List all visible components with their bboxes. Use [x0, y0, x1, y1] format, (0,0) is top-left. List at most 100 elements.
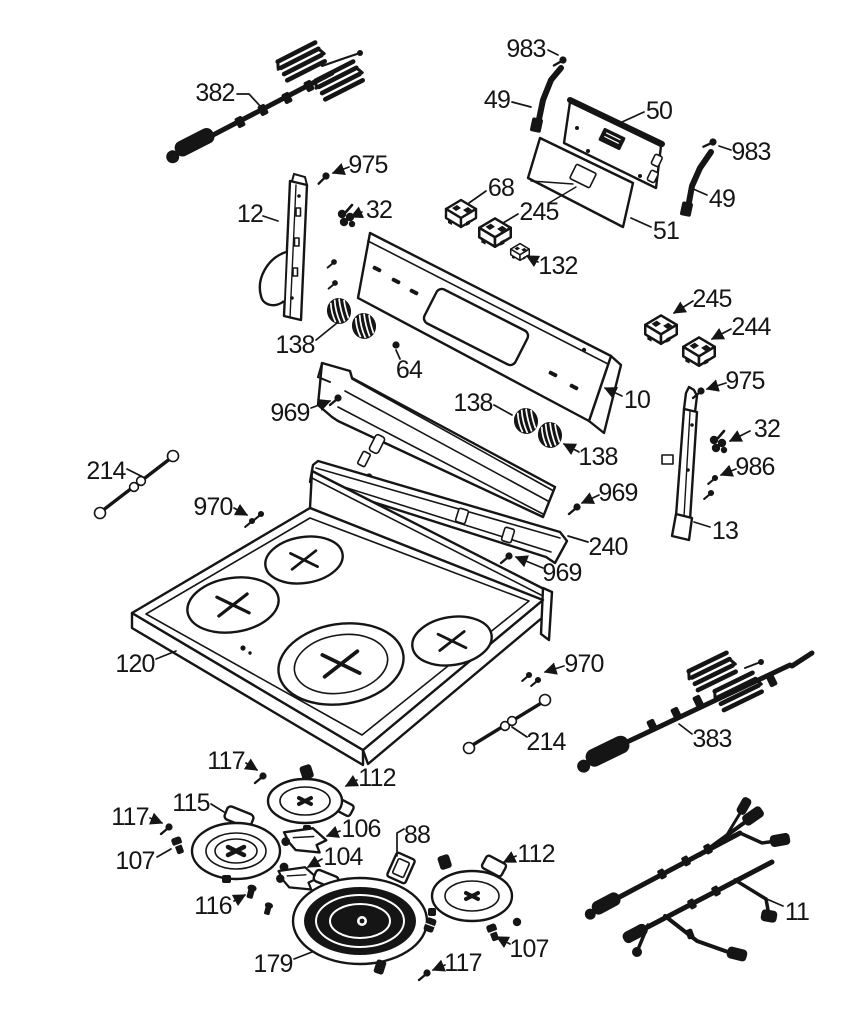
screw-969 — [499, 551, 514, 565]
rod-214-bottom — [462, 693, 552, 755]
bracket-104 — [276, 866, 319, 891]
part-label-970-29: 970 — [193, 493, 232, 521]
control-board-50 — [562, 97, 665, 190]
leader-line-116-42 — [231, 894, 247, 907]
leader-line-214-32 — [511, 726, 528, 738]
screw-986 — [707, 473, 720, 485]
part-label-68-6: 68 — [488, 174, 514, 202]
screw-small — [512, 917, 522, 927]
leader-line-970-31 — [543, 662, 565, 675]
leader-line-107-41 — [156, 848, 172, 858]
part-label-245-18: 245 — [692, 285, 731, 313]
harness-clip — [687, 898, 697, 910]
leader-line-117-34 — [243, 758, 259, 771]
part-label-115-36: 115 — [172, 789, 209, 817]
bracket-49-left — [530, 65, 564, 133]
leader-line-115-36 — [210, 803, 225, 813]
part-label-13-23: 13 — [712, 517, 738, 545]
part-label-11-44: 11 — [785, 898, 809, 926]
fastener-107 — [484, 922, 502, 943]
part-label-969-27: 969 — [542, 559, 581, 587]
harness-clip — [766, 674, 778, 688]
side-rail-13 — [661, 385, 699, 542]
leader-line-132-9 — [525, 255, 541, 268]
bracket-49-right — [680, 149, 714, 217]
leader-line-969-27 — [514, 555, 544, 569]
harness-clip — [685, 928, 695, 940]
leader-line-969-15 — [310, 398, 332, 411]
part-label-244-19: 244 — [731, 313, 771, 341]
leader-line-975-20 — [705, 379, 727, 392]
part-label-382-0: 382 — [195, 79, 234, 107]
part-label-49-2: 49 — [484, 86, 510, 114]
part-label-107-45: 107 — [509, 935, 548, 963]
leader-line-975-10 — [331, 163, 350, 175]
part-label-106-38: 106 — [341, 815, 380, 843]
leader-line-138-13 — [315, 322, 338, 341]
part-label-107-41: 107 — [115, 847, 154, 875]
switch-132 — [509, 242, 531, 262]
switch-245-right — [643, 314, 679, 346]
bracket-106 — [281, 827, 328, 854]
leader-line-68-6 — [468, 190, 487, 204]
part-label-112-43: 112 — [517, 840, 554, 868]
knob-138 — [348, 309, 380, 343]
leader-line-986-22 — [719, 464, 737, 477]
leader-line-12-11 — [262, 215, 279, 222]
part-label-214-32: 214 — [526, 728, 566, 756]
part-label-138-13: 138 — [275, 331, 314, 359]
leader-line-10-17 — [603, 387, 623, 399]
leader-line-32-21 — [728, 430, 751, 442]
part-label-383-33: 383 — [692, 725, 731, 753]
rear-trim-channel — [316, 361, 557, 519]
burner-zone-right-front — [411, 615, 493, 667]
harness-clip — [281, 91, 293, 105]
part-label-240-26: 240 — [588, 533, 627, 561]
leader-line-970-29 — [233, 503, 249, 516]
heating-element-179 — [291, 868, 437, 975]
screw-983-right — [702, 135, 719, 151]
leader-line-214-28 — [126, 468, 144, 478]
screw-64 — [392, 341, 400, 349]
switch-244 — [681, 336, 717, 368]
part-label-986-22: 986 — [735, 453, 774, 481]
part-label-32-12: 32 — [366, 196, 392, 224]
cooktop-120 — [130, 469, 554, 767]
part-label-132-9: 132 — [538, 252, 577, 280]
part-label-138-16: 138 — [453, 389, 492, 417]
screw-970 — [253, 509, 266, 521]
harness-clip — [646, 718, 658, 732]
heating-element-112-top — [266, 764, 355, 833]
heating-element-112-right — [428, 854, 514, 923]
harness-clip — [670, 706, 682, 720]
part-label-120-30: 120 — [115, 650, 154, 678]
screw-970 — [530, 675, 543, 687]
part-label-104-40: 104 — [323, 843, 363, 871]
part-label-112-35: 112 — [358, 764, 395, 792]
part-label-245-7: 245 — [519, 198, 558, 226]
leader-line-107-45 — [495, 936, 511, 949]
harness-clip — [692, 694, 704, 708]
knob-138 — [323, 294, 355, 328]
leader-line-32-12 — [349, 206, 365, 219]
leader-line-983-1 — [547, 49, 559, 56]
wiring-harness-382 — [166, 41, 365, 164]
leader-line-383-33 — [678, 723, 693, 735]
knob-138 — [534, 418, 566, 452]
harness-clip — [657, 868, 667, 880]
leader-line-106-38 — [325, 825, 341, 838]
leader-line-245-18 — [672, 300, 694, 314]
leader-line-51-8 — [630, 217, 652, 228]
heating-element-115 — [190, 805, 282, 883]
part-label-975-10: 975 — [348, 151, 387, 179]
screw-117 — [417, 968, 432, 982]
screw-small — [326, 258, 338, 269]
wiring-harness-383 — [577, 651, 815, 773]
part-label-64-14: 64 — [396, 356, 423, 384]
harness-clip — [681, 855, 691, 867]
leader-line-117-47 — [431, 959, 447, 972]
part-label-51-8: 51 — [653, 217, 679, 245]
screw-970 — [521, 670, 534, 682]
